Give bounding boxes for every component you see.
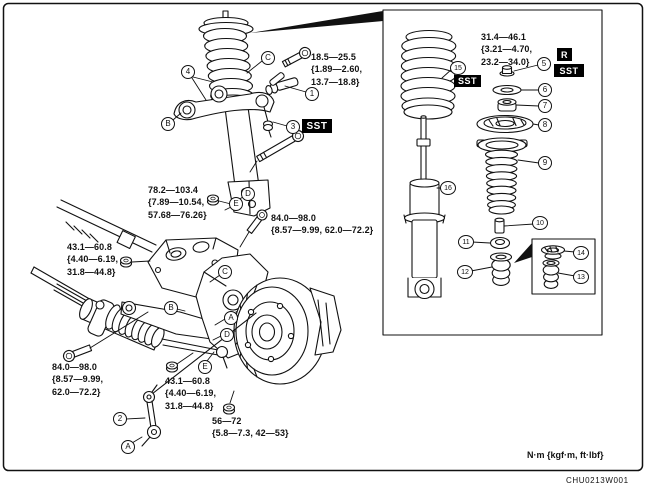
brake-rotor: [233, 277, 327, 385]
shock-absorber-detail: [403, 115, 446, 300]
stabilizer-bracket-parts: [265, 72, 299, 95]
torque-units-note: N·m {kgf·m, ft·lbf}: [527, 450, 604, 460]
mount-small-parts: [476, 65, 534, 134]
dust-boot-detail: [476, 137, 528, 215]
callout-11: 11: [458, 235, 474, 249]
callout-14: 14: [573, 246, 589, 260]
stabilizer-link: [141, 312, 257, 447]
torque-subframe-front-bolt: 43.1—60.8{4.40—6.19,31.8—44.8}: [67, 242, 119, 277]
torque-knuckle-bolt: 84.0—98.0{8.57—9.99, 62.0—72.2}: [271, 213, 374, 236]
sst-badge-mount-nut: SST: [554, 64, 584, 77]
callout-6: 6: [538, 83, 552, 97]
bolt-icons: [62, 46, 312, 363]
sst-badge-balljoint: SST: [302, 119, 332, 133]
torque-subframe-rear-bolt: 84.0—98.0{8.57—9.99,62.0—72.2}: [52, 362, 104, 397]
callout-b: B: [164, 301, 178, 315]
callout-a: A: [121, 440, 135, 454]
callout-b: B: [161, 117, 175, 131]
callout-c: C: [218, 265, 232, 279]
callout-5: 5: [537, 57, 551, 71]
torque-tierod-end-nut: 56—72{5.8—7.3, 42—53}: [212, 416, 289, 439]
callout-16: 16: [440, 181, 456, 195]
callout-15: 15: [450, 61, 466, 75]
callout-e: E: [229, 197, 243, 211]
callout-a: A: [224, 311, 238, 325]
torque-piston-rod-nut: 31.4—46.1{3.21—4.70,23.2—34.0}: [481, 32, 533, 67]
callout-d: D: [220, 328, 234, 342]
callout-1: 1: [305, 87, 319, 101]
bump-stopper-parts: [489, 217, 513, 286]
caliper-bracket: [309, 287, 342, 356]
upper-control-arm: [173, 85, 275, 138]
r-badge-mount-nut: R: [557, 48, 572, 61]
coil-spring-detail: [400, 29, 457, 120]
sst-badge-coil-spring: SST: [454, 75, 481, 87]
figure-code: CHU0213W001: [566, 476, 629, 485]
callout-4: 4: [181, 65, 195, 79]
callout-3: 3: [286, 120, 300, 134]
callout-7: 7: [538, 99, 552, 113]
callout-9: 9: [538, 156, 552, 170]
zoom-wedge: [250, 11, 383, 33]
callout-12: 12: [457, 265, 473, 279]
torque-strut-pinch-bolt: 78.2—103.4{7.89—10.54,57.68—76.26}: [148, 185, 207, 220]
torque-balljoint-nut: 43.1—60.8{4.40—6.19,31.8—44.8}: [165, 376, 217, 411]
steering-rack: [30, 266, 219, 356]
drive-axle: [56, 199, 157, 253]
torque-stab-bracket-bolt: 18.5—25.5{1.89—2.60,13.7—18.8}: [311, 52, 363, 87]
callout-2: 2: [113, 412, 127, 426]
callout-c: C: [261, 51, 275, 65]
callout-10: 10: [532, 216, 548, 230]
callout-8: 8: [538, 118, 552, 132]
callout-d: D: [241, 187, 255, 201]
callout-e: E: [198, 360, 212, 374]
nut-icons: [119, 194, 236, 415]
callout-13: 13: [573, 270, 589, 284]
